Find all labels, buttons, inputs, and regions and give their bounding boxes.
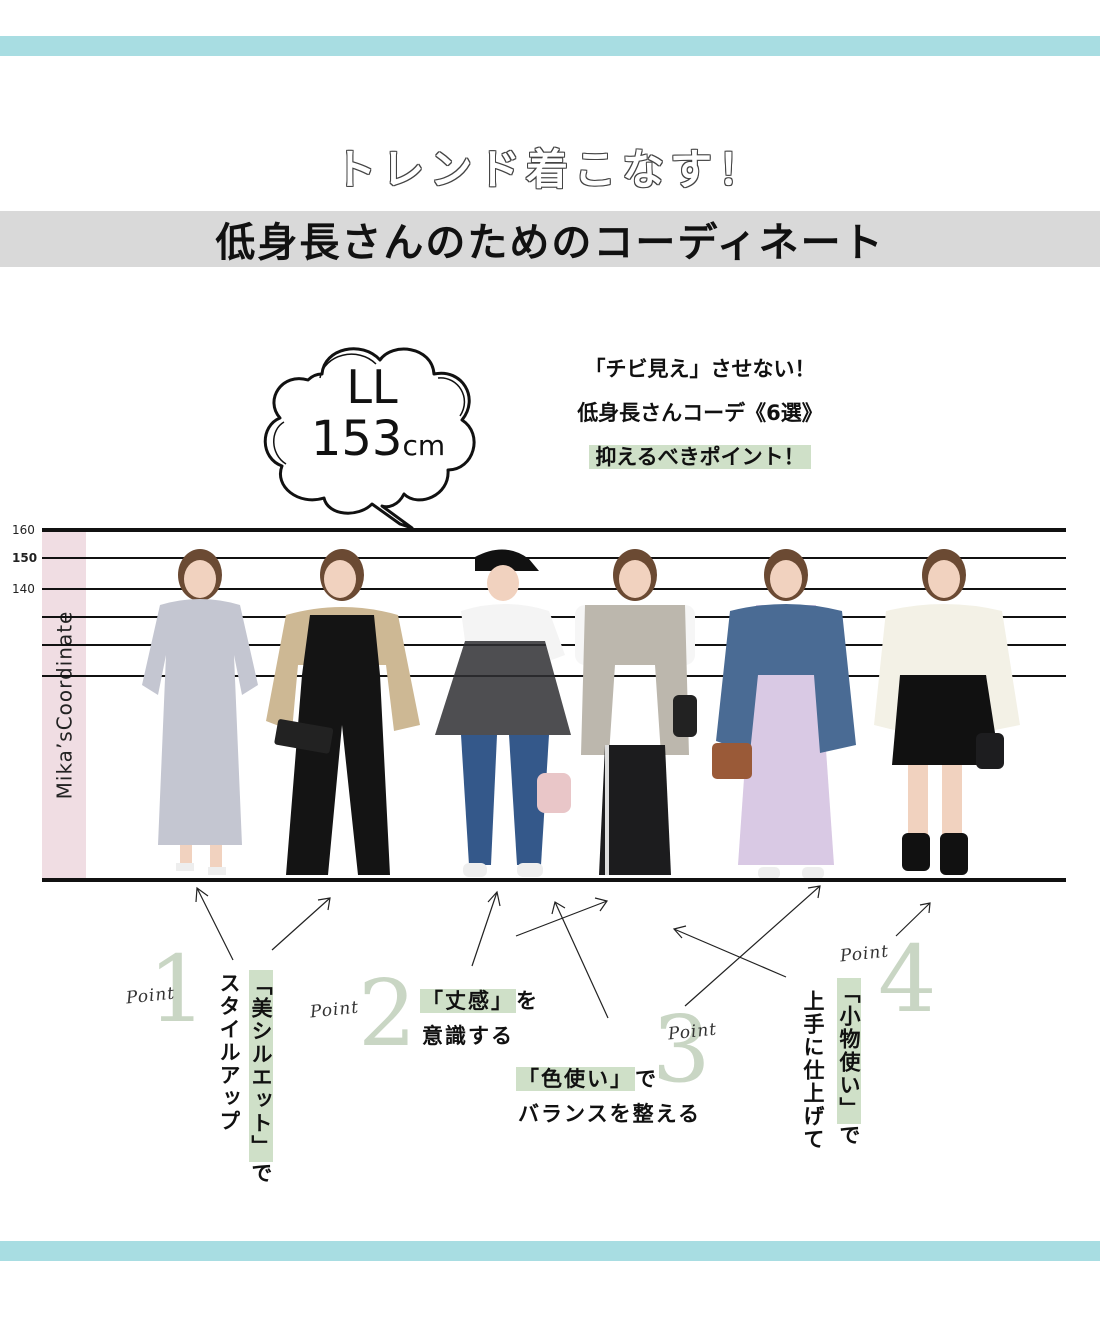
- point-4-main: 「小物使い」で: [836, 978, 862, 1147]
- point-1-line2: スタイルアップ: [217, 972, 241, 1133]
- point-3-suffix: で: [635, 1067, 658, 1091]
- promo-line-2: 低身長さんコーデ《6選》: [577, 401, 823, 425]
- point-1-main: 「美シルエット」で: [248, 970, 274, 1185]
- point-4-line2: 上手に仕上げて: [801, 990, 825, 1151]
- tick-150: 150: [12, 551, 38, 565]
- ruler-line-140: [42, 588, 1066, 590]
- point-2-line2: 意識する: [422, 1024, 514, 1048]
- promo-line-3-wrap: 抑えるべきポイント！: [540, 442, 860, 472]
- title-band: 低身長さんのためのコーディネート: [0, 211, 1100, 267]
- speech-bubble-cloud-icon: [263, 347, 476, 528]
- ruler-baseline: [42, 878, 1066, 882]
- point-1-numeral: 1: [148, 936, 207, 1043]
- ruler-line-160: [42, 528, 1066, 532]
- outfit-photo-1: [142, 549, 258, 875]
- point-3-main: 「色使い」で: [516, 1063, 658, 1093]
- point-2-highlight: 「丈感」: [420, 989, 516, 1013]
- height-label: 153cm: [268, 412, 488, 473]
- point-2-main: 「丈感」を: [420, 985, 539, 1015]
- size-label: LL: [346, 360, 398, 414]
- point-2-suffix: を: [516, 989, 539, 1013]
- point-1-highlight: 「美シルエット」: [249, 970, 273, 1162]
- point-4-highlight: 「小物使い」: [837, 978, 861, 1124]
- bottom-accent-band: [0, 1241, 1100, 1261]
- page-subtitle: トレンド着こなす！: [333, 145, 766, 194]
- outfit-photo-5: [712, 549, 856, 879]
- point-3-highlight: 「色使い」: [516, 1067, 635, 1091]
- page-title: 低身長さんのためのコーディネート: [215, 220, 885, 266]
- point-1-suffix: で: [249, 1162, 273, 1185]
- point-4-suffix: で: [837, 1124, 861, 1147]
- outfit-photo-6: [874, 549, 1020, 875]
- outfit-photo-4: [575, 549, 697, 875]
- point-4-numeral: 4: [878, 926, 937, 1033]
- height-value: 153: [310, 411, 403, 467]
- point-3-line2: バランスを整える: [518, 1102, 701, 1126]
- ruler-line-130: [42, 616, 1066, 618]
- top-accent-band: [0, 36, 1100, 56]
- point-3-numeral: 3: [652, 996, 711, 1103]
- outfit-photo-3: [435, 549, 571, 877]
- point-2-numeral: 2: [358, 960, 417, 1067]
- tick-160: 160: [12, 523, 35, 537]
- promo-line-3: 抑えるべきポイント！: [589, 445, 811, 469]
- height-unit: cm: [402, 429, 446, 462]
- outfit-photo-2: [266, 549, 420, 875]
- ruler-line-150: [42, 557, 1066, 559]
- promo-line-1: 「チビ見え」させない！: [584, 357, 816, 381]
- tick-140: 140: [12, 582, 35, 596]
